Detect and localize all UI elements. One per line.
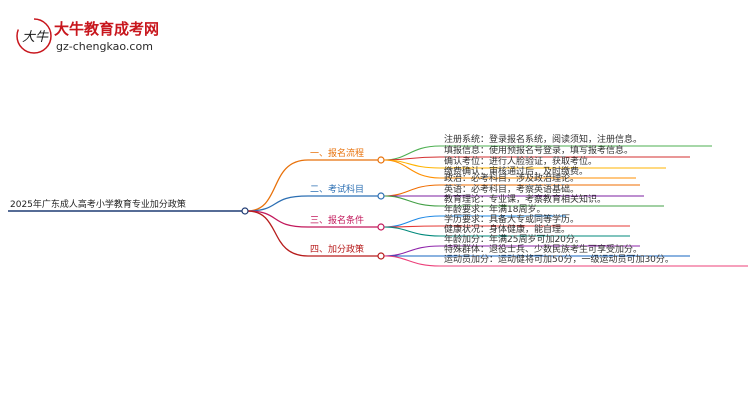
branch-label: 四、加分政策 xyxy=(310,245,365,255)
site-url: gz-chengkao.com xyxy=(56,40,153,53)
leaf-label: 缴费确认：审核通过后，及时缴费。 xyxy=(444,167,589,177)
branch-node[interactable] xyxy=(377,192,385,200)
leaf-label: 确认考位：进行人脸验证，获取考位。 xyxy=(444,157,598,167)
branch-connector xyxy=(246,210,378,257)
branch-label: 三、报名条件 xyxy=(310,216,365,226)
branch-connector xyxy=(246,195,378,212)
leaf-label: 学历要求：具备大专或同等学历。 xyxy=(444,215,580,225)
branch-node[interactable] xyxy=(377,156,385,164)
leaf-label: 运动员加分：运动健将可加50分，一级运动员可加30分。 xyxy=(444,255,674,265)
leaf-label: 特殊群体：退役士兵、少数民族考生可享受加分。 xyxy=(444,245,643,255)
root-topic: 2025年广东成人高考小学教育专业加分政策 xyxy=(10,200,186,210)
site-title: 大牛教育成考网 xyxy=(54,20,160,38)
leaf-connector xyxy=(383,255,748,267)
leaf-label: 英语：必考科目，考察英语基础。 xyxy=(444,185,580,195)
branch-connector xyxy=(246,159,378,212)
branch-label: 一、报名流程 xyxy=(310,149,365,159)
leaf-label: 健康状况：身体健康，能自理。 xyxy=(444,225,571,235)
site-logo[interactable]: 大牛 大牛教育成考网 gz-chengkao.com xyxy=(14,14,164,60)
root-node[interactable] xyxy=(241,207,249,215)
leaf-connector xyxy=(383,195,664,207)
leaf-label: 年龄加分：年满25周岁可加20分。 xyxy=(444,235,584,245)
leaf-label: 填报信息：使用预报名号登录，填写报考信息。 xyxy=(444,146,634,156)
leaf-label: 教育理论：专业课，考察教育相关知识。 xyxy=(444,195,607,205)
branch-node[interactable] xyxy=(377,252,385,260)
leaf-label: 政治：必考科目，涉及政治理论。 xyxy=(444,174,580,184)
leaf-connector xyxy=(383,159,636,179)
logo-mark-text: 大牛 xyxy=(22,30,49,45)
leaf-label: 年龄要求：年满18周岁。 xyxy=(444,205,546,215)
branch-connector xyxy=(246,210,378,228)
leaf-connector xyxy=(383,226,630,237)
leaf-label: 注册系统：登录报名系统，阅读须知，注册信息。 xyxy=(444,135,643,145)
branch-node[interactable] xyxy=(377,223,385,231)
bull-logo-icon: 大牛 xyxy=(16,18,52,54)
branch-label: 二、考试科目 xyxy=(310,185,365,195)
